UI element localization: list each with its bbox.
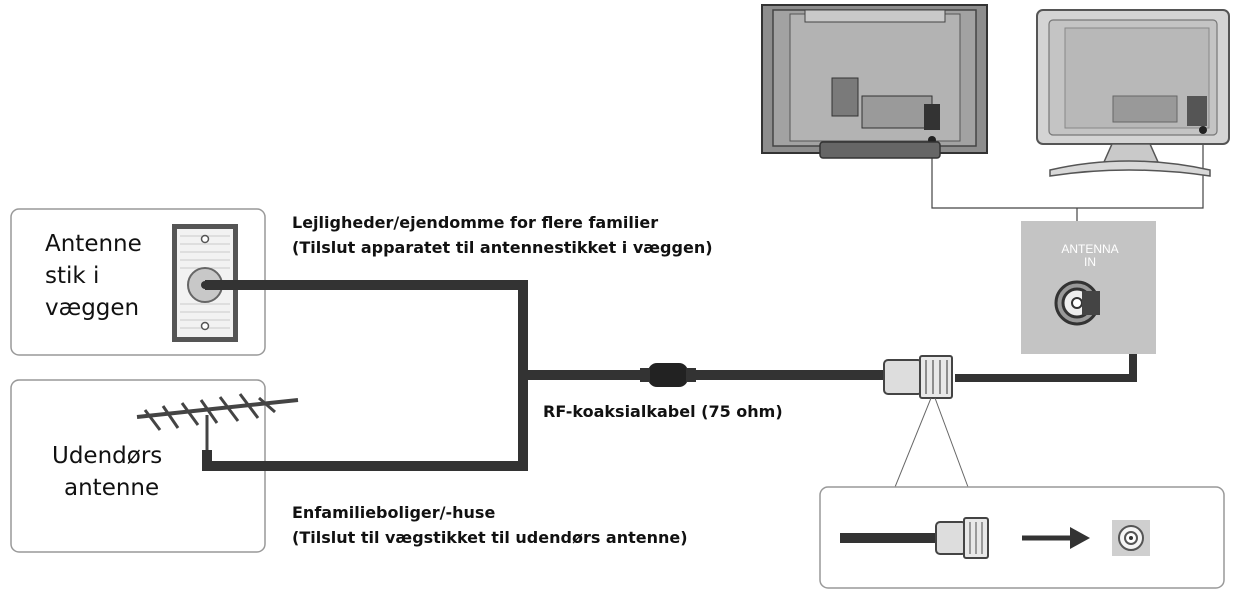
cable-caption: RF-koaksialkabel (75 ohm) bbox=[543, 402, 783, 421]
outdoor-antenna-label-line1: Udendørs bbox=[52, 443, 163, 469]
antenna-jack-icon bbox=[1112, 520, 1150, 556]
detail-cable-plug bbox=[840, 517, 989, 559]
outdoor-antenna-label: Udendørs antenne bbox=[52, 440, 162, 504]
f-connector-plug bbox=[883, 355, 953, 399]
wall-outlet-label-line1: Antenne bbox=[45, 231, 142, 257]
house-caption: Enfamilieboliger/-huse (Tilslut til vægs… bbox=[292, 500, 688, 550]
apartment-caption: Lejligheder/ejendomme for flere familier… bbox=[292, 210, 713, 260]
wall-outlet-label-line3: væggen bbox=[45, 295, 140, 321]
apartment-caption-line2: (Tilslut apparatet til antennestikket i … bbox=[292, 238, 713, 257]
arrow-right-icon bbox=[1022, 527, 1090, 549]
lcd-tv-rear-icon bbox=[1036, 9, 1230, 177]
house-caption-line1: Enfamilieboliger/-huse bbox=[292, 503, 496, 522]
wall-outlet-label-line2: stik i bbox=[45, 263, 100, 289]
outdoor-antenna-icon bbox=[136, 393, 299, 452]
antenna-in-label: ANTENNA IN bbox=[1040, 243, 1140, 269]
antenna-in-label-line2: IN bbox=[1084, 255, 1096, 269]
outdoor-antenna-label-line2: antenne bbox=[64, 475, 160, 501]
plasma-tv-rear-icon bbox=[761, 4, 988, 159]
ferrite-core bbox=[640, 363, 696, 387]
house-caption-line2: (Tilslut til vægstikket til udendørs ant… bbox=[292, 528, 688, 547]
wall-outlet-label: Antenne stik i væggen bbox=[45, 228, 142, 324]
zoom-callout-lines bbox=[894, 397, 969, 488]
apartment-caption-line1: Lejligheder/ejendomme for flere familier bbox=[292, 213, 659, 232]
antenna-in-plug-sleeve bbox=[1082, 291, 1100, 315]
antenna-in-label-line1: ANTENNA bbox=[1061, 242, 1119, 256]
